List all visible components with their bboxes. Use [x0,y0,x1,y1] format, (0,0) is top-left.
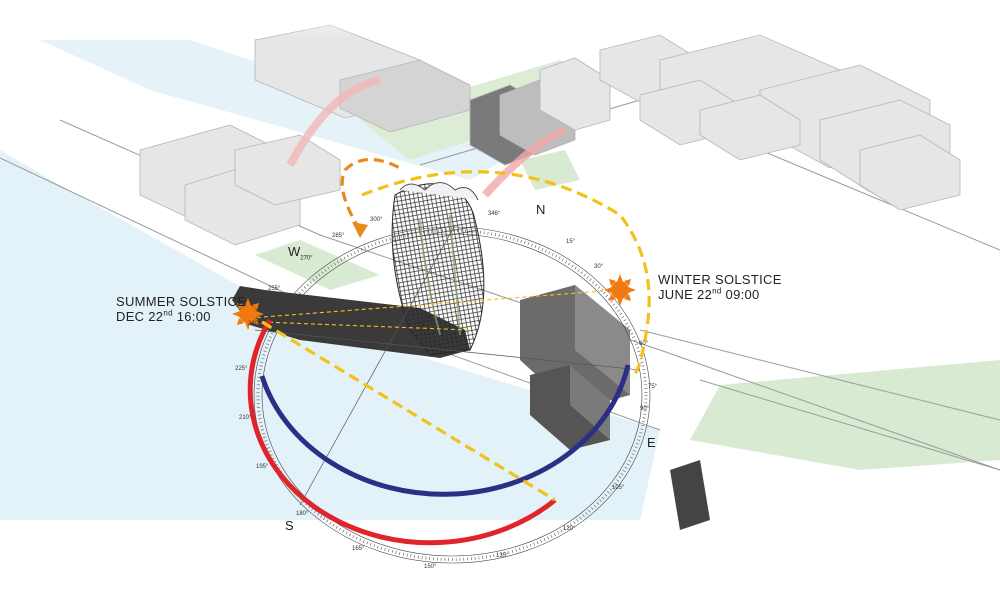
compass-east: E [647,435,656,450]
winter-solstice-arc [259,364,631,497]
winter-date-suffix: nd [712,286,722,296]
deg-165: 165° [352,546,365,552]
bridge-right [482,126,567,198]
deg-210: 210° [239,415,252,421]
summer-datetime: DEC 22nd 16:00 [116,309,246,324]
summer-title: SUMMER SOLSTICE [116,294,247,309]
bridge-left [286,76,381,167]
winter-time: 09:00 [725,287,760,302]
compass-south: S [285,518,294,533]
degree-labels: 346° 15° 30° 60° 75° 90° 105° 120° 135° … [235,211,658,570]
west-label: W [288,244,301,259]
buildings [139,24,961,246]
path-arrow-icon [352,222,368,238]
deg-60: 60° [639,341,649,347]
compass-north: N [536,202,545,217]
deg-240: 240° [248,321,261,327]
winter-sun-icon [604,274,636,306]
deg-30: 30° [594,264,604,270]
summer-date-suffix: nd [163,308,173,318]
winter-title: WINTER SOLSTICE [658,272,782,287]
tower [391,182,485,356]
green-strip-2 [255,240,380,290]
winter-solstice-label: WINTER SOLSTICE JUNE 22nd 09:00 [658,272,782,302]
sunrise-path [340,157,401,231]
deg-135: 135° [496,553,509,559]
summer-solstice-label: SUMMER SOLSTICE DEC 22nd 16:00 [116,294,246,324]
tower-shadow [232,286,470,358]
summer-solstice-arc [247,318,557,546]
deg-285: 285° [332,233,345,239]
compass-west: W270° [288,244,313,262]
deg-15: 15° [566,239,576,245]
deg-300: 300° [370,217,383,223]
sun-ray-lines [249,289,618,331]
winter-date: JUNE 22 [658,287,713,302]
winter-datetime: JUNE 22nd 09:00 [658,287,782,302]
east-label: E [647,435,656,450]
deg-346: 346° [488,211,501,217]
deg-105: 105° [612,485,625,491]
deg-225: 225° [235,366,248,372]
south-label: S [285,518,294,533]
deg-75: 75° [648,384,658,390]
summer-date: DEC 22 [116,309,164,324]
deg-120: 120° [563,526,576,532]
summer-sun-icon [232,298,264,330]
deg-180: 180° [296,511,309,517]
west-degree: 270° [300,255,313,262]
winter-sun-path [361,170,651,377]
north-label: N [536,202,546,217]
deg-150: 150° [424,564,437,570]
summer-sun-path [261,320,556,502]
deg-195: 195° [256,464,269,470]
deg-90: 90° [640,406,650,412]
summer-time: 16:00 [176,309,211,324]
deg-255: 255° [268,286,281,292]
